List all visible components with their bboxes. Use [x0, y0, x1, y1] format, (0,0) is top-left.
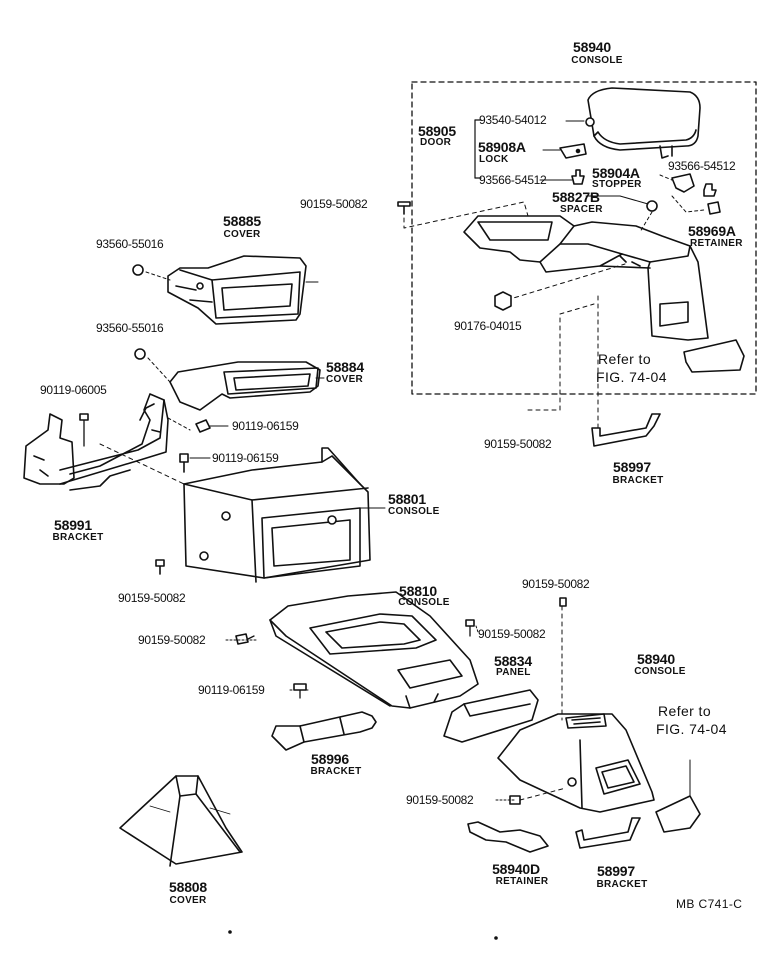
bracket-58991-drawing [23, 393, 191, 491]
reference-note: Refer to [658, 703, 711, 719]
bracket-58997-bottom-drawing [575, 817, 641, 849]
reference-note: Refer to [598, 351, 651, 367]
assembly-dashed-leaders [403, 201, 626, 431]
stray-mark [228, 930, 232, 934]
label-part-number: 58834 [494, 653, 532, 669]
console-assembly-outline [411, 81, 757, 395]
label-part-name: COVER [169, 895, 207, 906]
bracket-58996-drawing [271, 711, 377, 751]
label-part-number: 58827B [552, 189, 600, 205]
label-part-number: 58908A [478, 139, 526, 155]
label-part-number: 90159-50082 [300, 197, 368, 211]
label-part-name: CONSOLE [571, 55, 623, 66]
reference-note: FIG. 74-04 [656, 721, 727, 737]
label-part-number: 58808 [169, 879, 207, 895]
label-part-number: 90176-04015 [454, 319, 522, 333]
stray-mark [494, 936, 498, 940]
label-part-number: 90119-06159 [198, 683, 265, 697]
label-part-number: 58997 [597, 863, 635, 879]
cover-58808-drawing [119, 775, 243, 867]
label-part-number: 58991 [54, 517, 92, 533]
label-part-number: 58810 [399, 583, 437, 599]
label-part-name: RETAINER [495, 876, 549, 887]
label-part-number: 58885 [223, 213, 261, 229]
label-part-number: 90159-50082 [484, 437, 552, 451]
label-part-number: 93566-54512 [668, 159, 736, 173]
label-part-number: 58884 [326, 359, 364, 375]
leader-lines [189, 195, 649, 801]
label-part-number: 90159-50082 [522, 577, 590, 591]
console-58940-body-drawing [463, 215, 709, 341]
label-part-number: 90119-06159 [212, 451, 279, 465]
door-58905-drawing [587, 87, 701, 159]
label-part-number: 58801 [388, 491, 426, 507]
diagram-code: MB C741-C [676, 897, 743, 911]
cover-58884-drawing [134, 348, 321, 411]
console-58810-drawing [235, 591, 479, 709]
label-part-name: COVER [326, 374, 364, 385]
label-part-number: 90119-06159 [232, 419, 299, 433]
bracket-58997-top-drawing [591, 413, 661, 447]
label-part-number: 93560-55016 [96, 321, 164, 335]
label-part-number: 93560-55016 [96, 237, 164, 251]
reference-note: FIG. 74-04 [596, 369, 667, 385]
label-part-name: CONSOLE [634, 666, 686, 677]
box-fasteners-drawing [539, 117, 721, 233]
retainer-58940D-drawing [467, 821, 549, 853]
label-part-number: 90159-50082 [118, 591, 186, 605]
label-part-number: 58940 [637, 651, 675, 667]
label-part-number: 58940D [492, 861, 540, 877]
label-part-name: STOPPER [592, 179, 642, 190]
label-part-name: BRACKET [310, 766, 362, 777]
label-part-number: 90159-50082 [478, 627, 546, 641]
bolts-90119-drawing [179, 419, 211, 473]
label-part-number: 90159-50082 [406, 793, 474, 807]
label-part-name: LOCK [479, 154, 509, 165]
label-part-number: 58940 [573, 39, 611, 55]
label-part-number: 90119-06005 [40, 383, 107, 397]
label-part-name: COVER [223, 229, 261, 240]
label-part-number: 58969A [688, 223, 736, 239]
label-part-number: 93566-54512 [479, 173, 547, 187]
label-part-name: BRACKET [596, 879, 648, 890]
console-58801-drawing [155, 447, 371, 583]
nut-90176-04015-drawing [494, 291, 512, 311]
label-part-number: 93540-54012 [479, 113, 547, 127]
label-part-name: BRACKET [52, 532, 104, 543]
cover-58885-drawing [132, 255, 307, 325]
label-part-number: 58997 [613, 459, 651, 475]
label-part-name: DOOR [420, 137, 452, 148]
label-part-number: 58904A [592, 165, 640, 181]
label-part-name: PANEL [496, 667, 531, 678]
label-part-name: RETAINER [690, 238, 743, 249]
label-part-name: BRACKET [612, 475, 664, 486]
label-part-name: CONSOLE [388, 506, 440, 517]
screw-drawing [397, 201, 411, 215]
label-part-number: 58905 [418, 123, 456, 139]
panel-58834-drawing [443, 689, 539, 743]
label-part-name: SPACER [560, 204, 603, 215]
label-part-name: CONSOLE [398, 597, 450, 608]
plug-drawing [683, 339, 745, 373]
console-58940-lower-drawing [497, 597, 701, 833]
label-part-number: 58996 [311, 751, 349, 767]
label-part-number: 90159-50082 [138, 633, 206, 647]
